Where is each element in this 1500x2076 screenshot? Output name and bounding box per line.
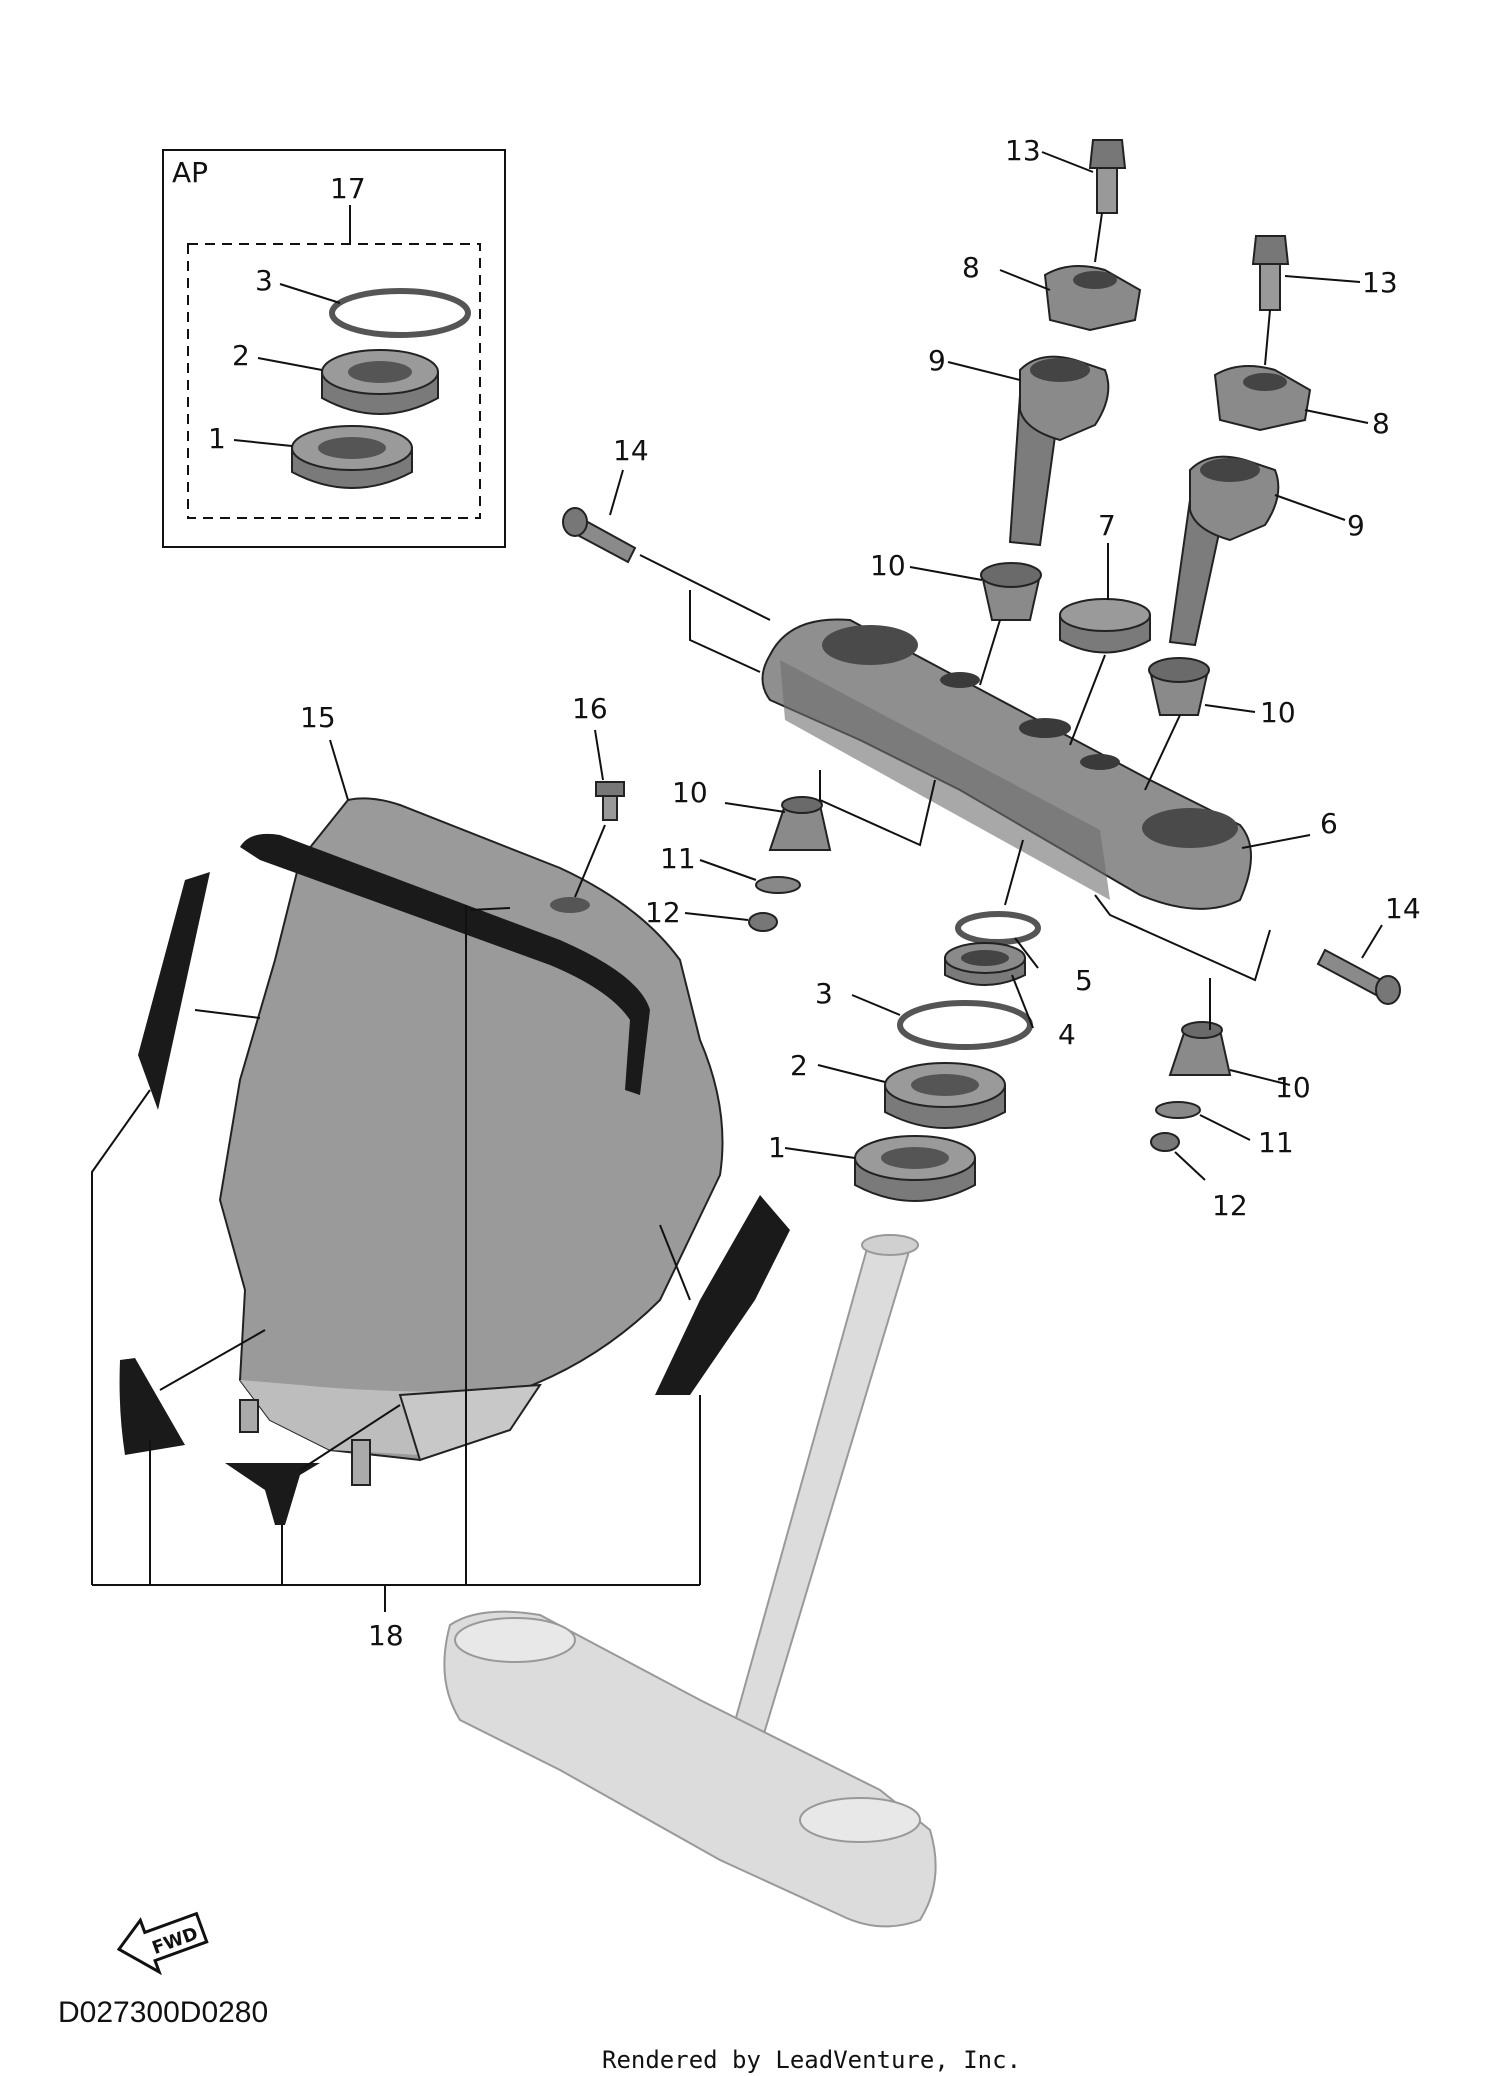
bolt-13-right	[1251, 235, 1290, 311]
callout-1: 1	[768, 1131, 786, 1164]
callout-9-left: 9	[928, 344, 946, 377]
upper-holder-8-left	[1043, 265, 1142, 332]
washer-5	[955, 911, 1041, 945]
bearing-1	[854, 1135, 976, 1202]
callout-10-a: 10	[870, 549, 906, 582]
washer-11-b	[1155, 1101, 1201, 1119]
decal-left-arrow	[119, 1358, 185, 1455]
callout-13-right: 13	[1362, 266, 1398, 299]
credit-line: Rendered by LeadVenture, Inc.	[602, 2046, 1021, 2074]
damper-10-d	[1168, 1021, 1232, 1076]
callout-4: 4	[1058, 1018, 1076, 1051]
callout-11-b: 11	[1258, 1126, 1294, 1159]
callout-10-b: 10	[1260, 696, 1296, 729]
handlebar-holder-9-right	[1168, 455, 1280, 647]
callout-16: 16	[572, 692, 608, 725]
callout-18: 18	[368, 1619, 404, 1652]
callout-labels: 13 8 13 9 8 14 9 10 7 10 15 16 6 10 11 1…	[300, 134, 1421, 1652]
callout-2: 2	[790, 1049, 808, 1082]
fwd-arrow-icon: FWD	[116, 1911, 209, 1976]
upper-bracket-6	[761, 618, 1252, 910]
damper-10-b	[1148, 657, 1210, 716]
bolt-16	[595, 781, 625, 821]
callout-12-b: 12	[1212, 1189, 1248, 1222]
decal-right-strip	[655, 1195, 790, 1395]
damper-10-c	[768, 796, 832, 851]
collar-7	[1059, 598, 1151, 654]
callout-10-c: 10	[672, 776, 708, 809]
bolt-14-right	[1316, 948, 1401, 1005]
inset-box-ap: AP 17 3 2 1	[162, 149, 506, 548]
callout-15: 15	[300, 701, 336, 734]
decal-left-strip	[138, 872, 210, 1110]
leader-lines	[91, 151, 1383, 1612]
inset-title: AP	[172, 156, 208, 189]
inset-bearing-2	[321, 349, 439, 415]
callout-7: 7	[1098, 509, 1116, 542]
callout-14-right: 14	[1385, 892, 1421, 925]
inset-label-2: 2	[232, 339, 250, 372]
bolt-13-left	[1088, 139, 1127, 214]
nut-12-a	[748, 912, 778, 932]
inset-label-1: 1	[208, 422, 226, 455]
handlebar-holder-9-left	[1008, 355, 1110, 547]
inset-ring-3	[329, 288, 471, 338]
damper-10-a	[980, 562, 1042, 621]
inset-kit-number: 17	[330, 172, 366, 205]
callout-8-right: 8	[1372, 407, 1390, 440]
callout-8-left: 8	[962, 251, 980, 284]
inset-label-3: 3	[255, 264, 273, 297]
ring-nut-4	[944, 942, 1026, 986]
washer-11-a	[755, 876, 801, 894]
callout-3: 3	[815, 977, 833, 1010]
callout-5: 5	[1075, 964, 1093, 997]
callout-14-left: 14	[613, 434, 649, 467]
decal-center-arrow	[225, 1463, 320, 1525]
decal-top	[240, 833, 650, 1095]
callout-10-d: 10	[1275, 1071, 1311, 1104]
under-bracket-assembly	[443, 1234, 937, 1928]
inset-bearing-1	[291, 425, 413, 489]
callout-9-right: 9	[1347, 509, 1365, 542]
nut-12-b	[1150, 1132, 1180, 1152]
callout-12-a: 12	[645, 896, 681, 929]
callout-13-left: 13	[1005, 134, 1041, 167]
diagram-code: D027300D0280	[58, 1996, 268, 2029]
callout-6: 6	[1320, 807, 1338, 840]
dust-seal-3	[897, 1000, 1033, 1050]
bolt-14-left	[562, 507, 637, 564]
bearing-2	[884, 1062, 1006, 1129]
callout-11-a: 11	[660, 842, 696, 875]
upper-holder-8-right	[1213, 365, 1312, 432]
